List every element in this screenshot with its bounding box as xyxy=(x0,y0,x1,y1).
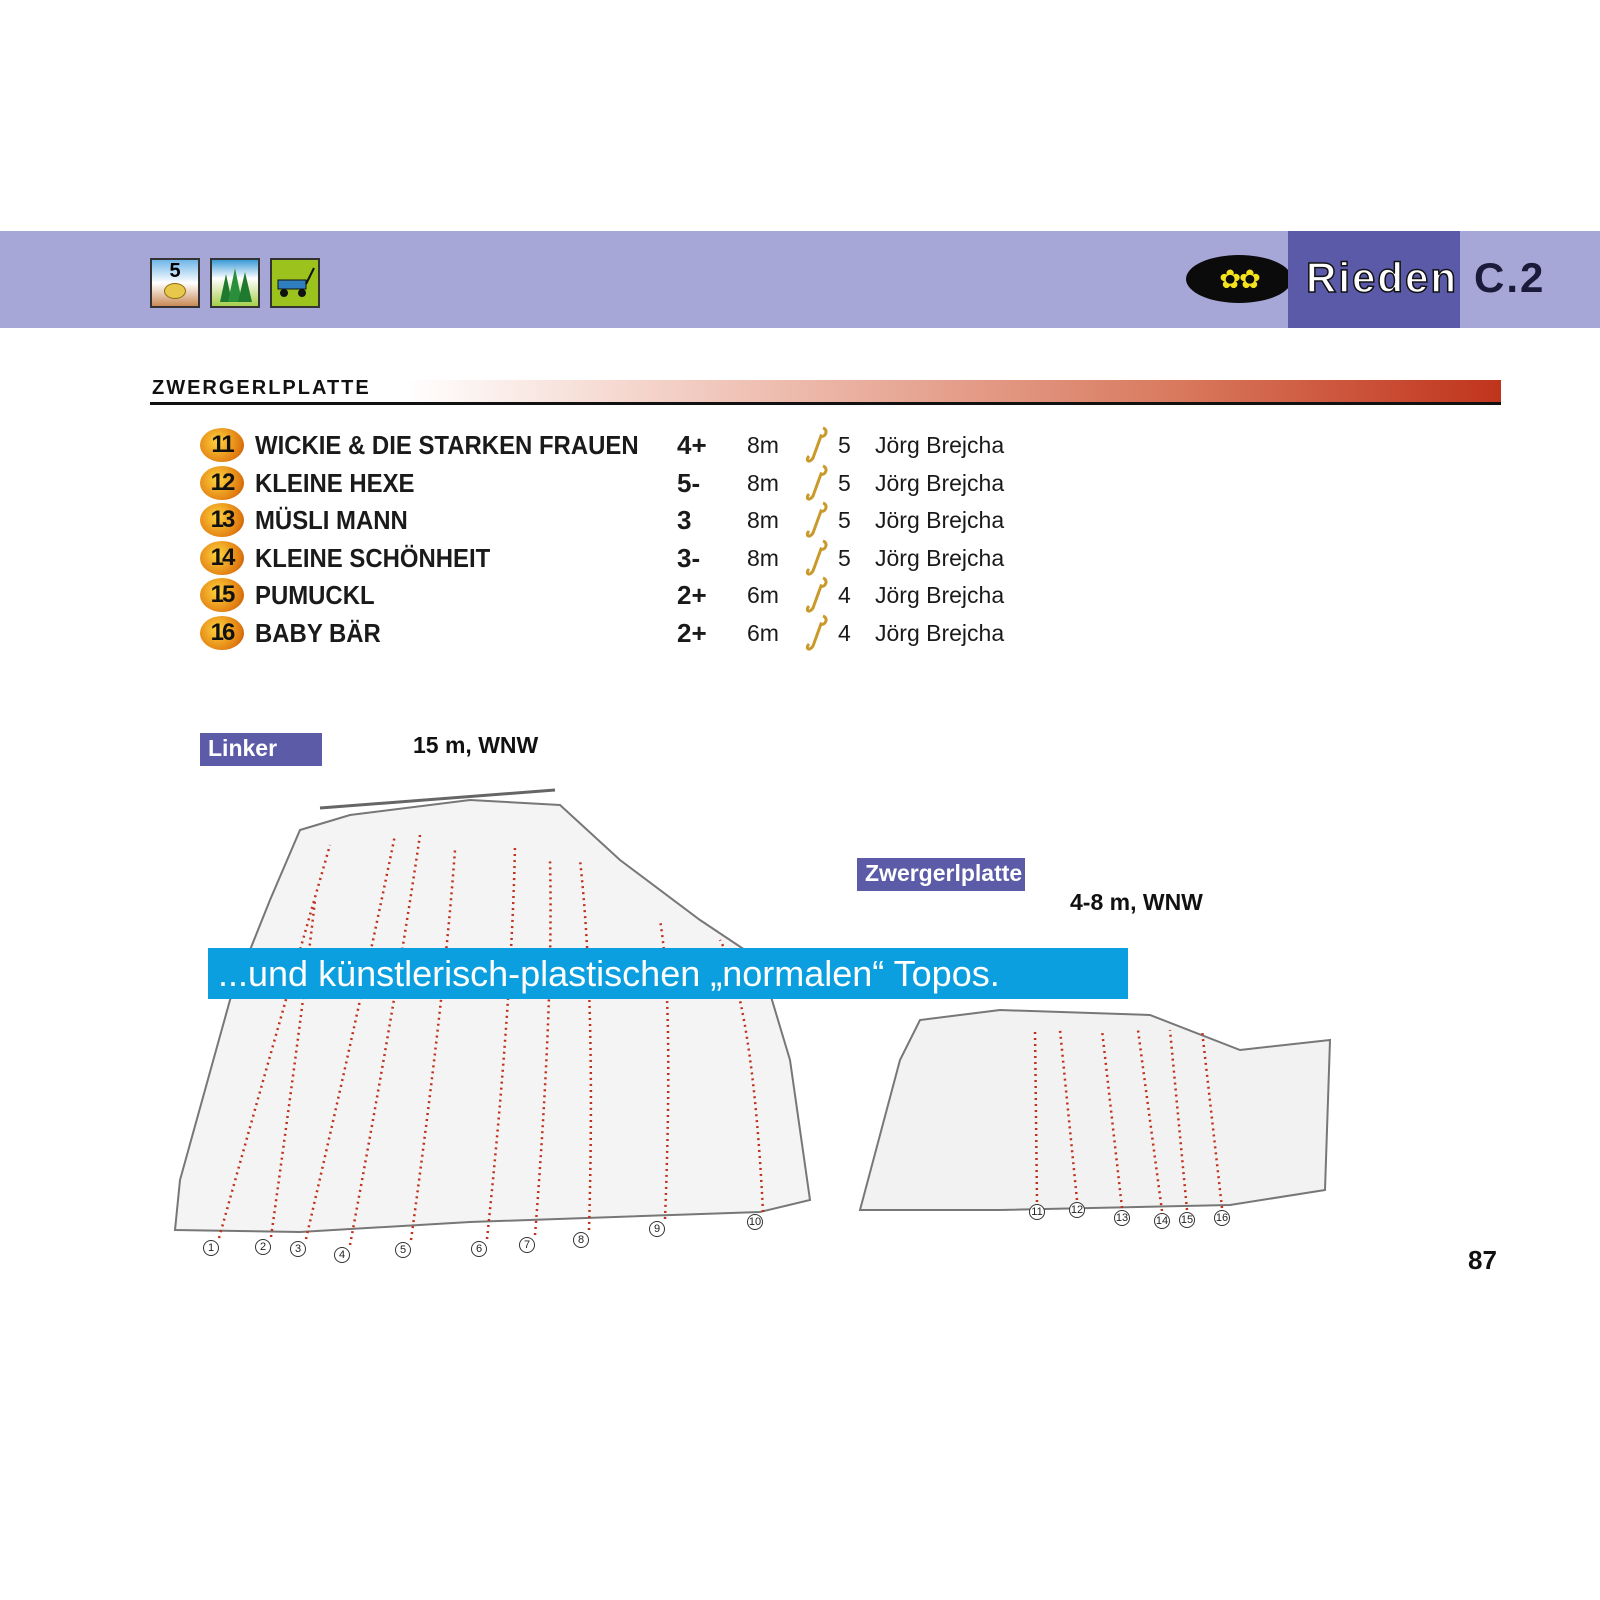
rating-badge: ✿✿ xyxy=(1186,255,1292,303)
route-line xyxy=(1168,1029,1189,1211)
route-name: KLEINE HEXE xyxy=(255,467,415,498)
route-name: WICKIE & DIE STARKEN FRAUEN xyxy=(255,430,639,460)
route-grade: 3 xyxy=(677,505,692,535)
route-number-badge: 16 xyxy=(200,615,244,650)
quickdraw-icon xyxy=(805,426,828,463)
route-length: 8m xyxy=(747,432,779,458)
route-author: Jörg Brejcha xyxy=(875,544,1005,571)
topo-route-number: 5 xyxy=(395,1242,411,1258)
route-line xyxy=(1136,1029,1164,1212)
quickdraw-icon xyxy=(805,614,828,651)
route-author: Jörg Brejcha xyxy=(875,582,1005,608)
route-name: BABY BÄR xyxy=(255,617,381,648)
topo-route-number: 3 xyxy=(290,1241,306,1257)
route-length: 8m xyxy=(747,507,779,533)
route-number-badge: 13 xyxy=(200,503,244,537)
left-rock-outline xyxy=(173,798,812,1234)
topo-route-number: 9 xyxy=(649,1221,665,1237)
topo-left-info: 15 m, WNW xyxy=(413,732,539,758)
route-row: 15 PUMUCKL 2+ 6m 4 Jörg Brejcha xyxy=(200,576,1020,614)
topo-route-number: 14 xyxy=(1154,1213,1170,1229)
route-row: 11 WICKIE & DIE STARKEN FRAUEN 4+ 8m 5 J… xyxy=(200,426,1020,464)
difficulty-5-snail-icon: 5 xyxy=(150,258,200,308)
topo-left-label: Linker Teil xyxy=(200,733,322,788)
topo-route-number: 6 xyxy=(471,1241,487,1257)
route-line xyxy=(1058,1029,1079,1201)
topo-route-number: 13 xyxy=(1114,1210,1130,1226)
route-bolt-count: 5 xyxy=(838,544,851,571)
route-bolt-count: 5 xyxy=(838,432,851,458)
topo-route-number: 2 xyxy=(255,1239,271,1255)
route-length: 6m xyxy=(747,619,779,646)
route-row: 16 BABY BÄR 2+ 6m 4 Jörg Brejcha xyxy=(200,614,1020,652)
area-code: C.2 xyxy=(1474,254,1546,301)
route-number-badge: 12 xyxy=(200,465,244,500)
topo-route-number: 12 xyxy=(1069,1202,1085,1218)
topo-route-number: 15 xyxy=(1179,1212,1195,1228)
section-title: ZWERGERLPLATTE xyxy=(152,377,371,399)
wagon-icon xyxy=(270,258,320,308)
area-name-block xyxy=(1288,231,1460,328)
topo-right-label: Zwergerlplatte xyxy=(857,858,1025,891)
route-length: 8m xyxy=(747,469,779,496)
route-row: 14 KLEINE SCHÖNHEIT 3- 8m 5 Jörg Brejcha xyxy=(200,539,1020,577)
route-number-badge: 15 xyxy=(200,578,244,612)
route-line xyxy=(533,859,552,1236)
forest-icon xyxy=(210,258,260,308)
route-bolt-count: 5 xyxy=(838,469,851,496)
route-grade: 4+ xyxy=(677,430,707,460)
route-name: MÜSLI MANN xyxy=(255,505,408,535)
route-grade: 2+ xyxy=(677,617,707,648)
topo-route-number: 7 xyxy=(519,1237,535,1253)
route-row: 13 MÜSLI MANN 3 8m 5 Jörg Brejcha xyxy=(200,501,1020,539)
route-row: 12 KLEINE HEXE 5- 8m 5 Jörg Brejcha xyxy=(200,464,1020,502)
route-author: Jörg Brejcha xyxy=(875,507,1005,533)
route-line xyxy=(348,834,422,1246)
quickdraw-icon xyxy=(805,464,828,501)
route-name: KLEINE SCHÖNHEIT xyxy=(255,542,491,573)
route-name: PUMUCKL xyxy=(255,580,375,610)
route-line xyxy=(269,899,317,1238)
route-line xyxy=(304,834,397,1240)
difficulty-digit: 5 xyxy=(169,260,181,282)
quickdraw-icon xyxy=(805,501,828,538)
topo-route-number: 4 xyxy=(334,1247,350,1263)
route-line xyxy=(578,859,593,1231)
route-grade: 5- xyxy=(677,467,701,498)
quickdraw-icon xyxy=(805,576,828,613)
topo-route-number: 10 xyxy=(747,1214,763,1230)
route-number-badge: 11 xyxy=(200,428,244,462)
route-length: 6m xyxy=(747,582,779,608)
area-name: Rieden xyxy=(1305,253,1459,302)
topo-route-number: 11 xyxy=(1029,1204,1045,1220)
route-bolt-count: 5 xyxy=(838,507,851,533)
caption-banner: ...und künstlerisch-plastischen „normale… xyxy=(208,948,1128,999)
quickdraw-icon xyxy=(805,539,828,576)
route-length: 8m xyxy=(747,544,779,571)
rating-flowers-icon: ✿✿ xyxy=(1219,263,1261,294)
route-line xyxy=(718,939,765,1213)
topo-route-number: 16 xyxy=(1214,1210,1230,1226)
route-line xyxy=(658,919,670,1220)
topo-route-number: 8 xyxy=(573,1232,589,1248)
route-author: Jörg Brejcha xyxy=(875,469,1005,496)
section-gradient-bar xyxy=(405,380,1501,402)
route-bolt-count: 4 xyxy=(838,582,851,608)
trees-graphic xyxy=(220,268,252,302)
section-divider xyxy=(150,402,1501,405)
route-number-badge: 14 xyxy=(200,540,244,575)
route-grade: 3- xyxy=(677,542,701,573)
route-author: Jörg Brejcha xyxy=(875,432,1005,458)
route-grade: 2+ xyxy=(677,580,707,610)
left-rock-fence xyxy=(319,788,556,810)
topo-route-number: 1 xyxy=(203,1240,219,1256)
page-number: 87 xyxy=(1468,1245,1497,1275)
route-author: Jörg Brejcha xyxy=(875,619,1005,646)
route-bolt-count: 4 xyxy=(838,619,851,646)
snail-shape xyxy=(164,283,186,299)
topo-right-info: 4-8 m, WNW xyxy=(1070,889,1203,915)
right-rock-outline xyxy=(858,1008,1332,1211)
wagon-graphic xyxy=(277,267,315,297)
